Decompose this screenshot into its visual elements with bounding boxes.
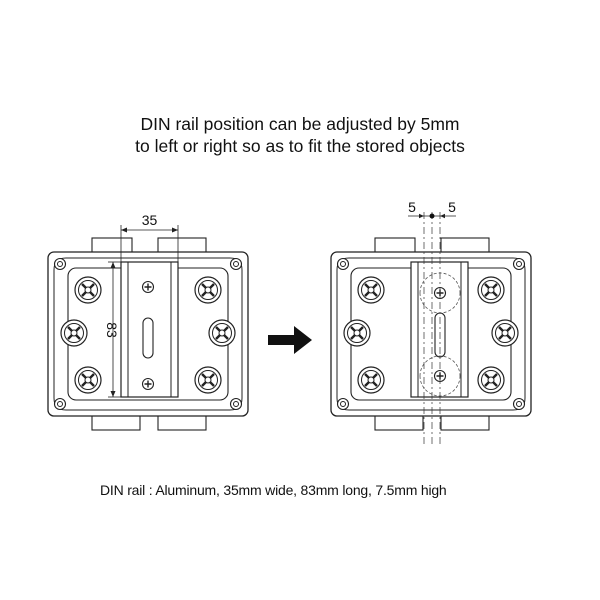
left-width-label: 35 — [142, 212, 158, 228]
left-mounting-hole-icon-bl — [53, 397, 67, 411]
right-offset-left-label: 5 — [408, 199, 416, 215]
left-rail-screw-icon-top — [141, 280, 155, 294]
right-offset-right-label: 5 — [448, 199, 456, 215]
right-mounting-hole-icon-tr — [512, 257, 526, 271]
left-mounting-hole-icon-tr — [229, 257, 243, 271]
left-rail-screw-icon-bottom — [141, 377, 155, 391]
right-din-rail — [410, 261, 469, 398]
left-height-label: 83 — [104, 322, 120, 338]
right-mounting-hole-icon-bl — [336, 397, 350, 411]
arrow-right-icon — [268, 326, 312, 354]
right-screw-icon-5 — [356, 365, 386, 395]
left-height-dimension: 83 — [104, 261, 121, 398]
left-mounting-hole-icon-br — [229, 397, 243, 411]
right-mounting-hole-icon-br — [512, 397, 526, 411]
right-enclosure: 5 5 — [330, 199, 532, 445]
left-enclosure: 35 83 — [47, 212, 249, 431]
right-screw-icon-4 — [490, 318, 520, 348]
right-mounting-hole-icon-tl — [336, 257, 350, 271]
left-screw-icon-3 — [59, 318, 89, 348]
right-screw-icon-1 — [356, 275, 386, 305]
din-rail-caption: DIN rail : Aluminum, 35mm wide, 83mm lon… — [100, 482, 447, 498]
right-screw-icon-6 — [476, 365, 506, 395]
heading: DIN rail position can be adjusted by 5mm… — [0, 113, 600, 157]
left-width-dimension: 35 — [120, 212, 179, 262]
left-din-rail — [120, 261, 179, 398]
right-screw-icon-2 — [476, 275, 506, 305]
left-screw-icon-5 — [73, 365, 103, 395]
left-mounting-hole-icon-tl — [53, 257, 67, 271]
left-screw-icon-2 — [193, 275, 223, 305]
right-offset-dimension: 5 5 — [408, 199, 456, 445]
left-screw-icon-6 — [193, 365, 223, 395]
left-screw-icon-4 — [207, 318, 237, 348]
right-screw-icon-3 — [342, 318, 372, 348]
heading-line-1: DIN rail position can be adjusted by 5mm — [140, 114, 460, 134]
left-screw-icon-1 — [73, 275, 103, 305]
heading-line-2: to left or right so as to fit the stored… — [135, 136, 465, 156]
